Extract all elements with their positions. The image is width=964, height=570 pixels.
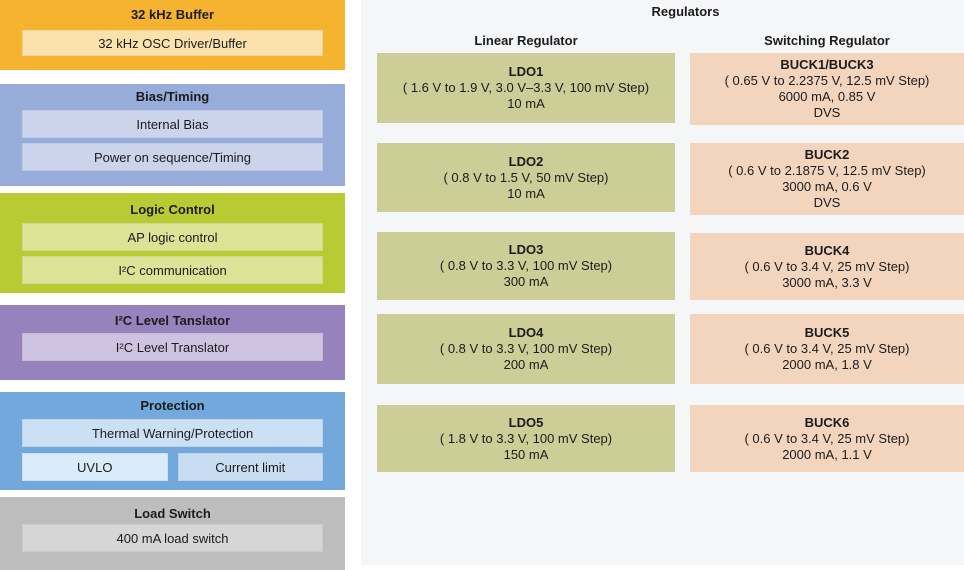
box-buck1-buck3: BUCK1/BUCK3 ( 0.65 V to 2.2375 V, 12.5 m…	[690, 53, 964, 125]
block-title-logic-control: Logic Control	[130, 202, 215, 217]
box-buck5: BUCK5 ( 0.6 V to 3.4 V, 25 mV Step) 2000…	[690, 314, 964, 384]
ldo1-current: 10 mA	[507, 96, 545, 111]
box-ldo4: LDO4 ( 0.8 V to 3.3 V, 100 mV Step) 200 …	[377, 314, 675, 384]
ldo5-name: LDO5	[508, 414, 544, 430]
box-current-limit: Current limit	[177, 453, 323, 481]
box-power-on-sequence-timing: Power on sequence/Timing	[22, 143, 323, 171]
buck2-range: ( 0.6 V to 2.1875 V, 12.5 mV Step)	[728, 163, 926, 178]
box-ldo5: LDO5 ( 1.8 V to 3.3 V, 100 mV Step) 150 …	[377, 405, 675, 472]
buck1-buck3-current: 6000 mA, 0.85 V	[778, 89, 876, 104]
buck1-buck3-range: ( 0.65 V to 2.2375 V, 12.5 mV Step)	[724, 73, 930, 88]
block-title-32khz-buffer: 32 kHz Buffer	[130, 7, 215, 22]
ldo2-name: LDO2	[508, 153, 544, 169]
box-buck6: BUCK6 ( 0.6 V to 3.4 V, 25 mV Step) 2000…	[690, 405, 964, 472]
block-title-bias-timing: Bias/Timing	[135, 89, 210, 104]
block-bias-timing: Bias/Timing Internal Bias Power on seque…	[0, 84, 345, 186]
box-internal-bias: Internal Bias	[22, 110, 323, 138]
buck4-range: ( 0.6 V to 3.4 V, 25 mV Step)	[744, 258, 910, 274]
regulators-title: Regulators	[651, 4, 720, 19]
ldo4-range: ( 0.8 V to 3.3 V, 100 mV Step)	[439, 341, 613, 356]
block-i2c-level-translator: I²C Level Tanslator I²C Level Translator	[0, 305, 345, 380]
block-title-i2c-level-translator: I²C Level Tanslator	[114, 313, 231, 328]
block-protection: Protection Thermal Warning/Protection UV…	[0, 392, 345, 490]
block-32khz-buffer: 32 kHz Buffer 32 kHz OSC Driver/Buffer	[0, 0, 345, 70]
block-logic-control: Logic Control AP logic control I²C commu…	[0, 193, 345, 293]
ldo2-range: ( 0.8 V to 1.5 V, 50 mV Step)	[443, 169, 609, 185]
buck2-current: 3000 mA, 0.6 V	[782, 179, 872, 194]
ldo5-current: 150 mA	[503, 446, 549, 462]
regulators-panel: Regulators Linear Regulator Switching Re…	[361, 0, 964, 565]
block-title-protection: Protection	[140, 398, 205, 413]
ldo3-range: ( 0.8 V to 3.3 V, 100 mV Step)	[439, 258, 613, 273]
buck6-name: BUCK6	[804, 414, 850, 430]
buck5-range: ( 0.6 V to 3.4 V, 25 mV Step)	[744, 341, 910, 356]
buck4-current: 3000 mA, 3.3 V	[782, 274, 872, 290]
ldo3-current: 300 mA	[503, 274, 549, 289]
protection-split-row: UVLO Current limit	[22, 453, 323, 481]
buck6-range: ( 0.6 V to 3.4 V, 25 mV Step)	[744, 430, 910, 446]
buck5-name: BUCK5	[804, 325, 850, 340]
box-ap-logic-control: AP logic control	[22, 223, 323, 251]
switching-regulator-header: Switching Regulator	[764, 33, 890, 48]
buck6-current: 2000 mA, 1.1 V	[782, 446, 872, 462]
ldo3-name: LDO3	[508, 242, 544, 257]
ldo5-range: ( 1.8 V to 3.3 V, 100 mV Step)	[439, 430, 613, 446]
box-buck4: BUCK4 ( 0.6 V to 3.4 V, 25 mV Step) 3000…	[690, 233, 964, 300]
box-buck2: BUCK2 ( 0.6 V to 2.1875 V, 12.5 mV Step)…	[690, 143, 964, 215]
ldo1-range: ( 1.6 V to 1.9 V, 3.0 V–3.3 V, 100 mV St…	[402, 80, 650, 95]
block-load-switch: Load Switch 400 mA load switch	[0, 497, 345, 570]
buck1-buck3-mode: DVS	[813, 105, 841, 120]
block-title-load-switch: Load Switch	[134, 506, 211, 521]
box-uvlo: UVLO	[22, 453, 168, 481]
ldo4-name: LDO4	[508, 325, 544, 340]
ldo2-current: 10 mA	[507, 185, 545, 201]
ldo1-name: LDO1	[508, 64, 544, 79]
linear-regulator-header: Linear Regulator	[474, 33, 578, 48]
buck2-mode: DVS	[813, 195, 841, 210]
buck4-name: BUCK4	[804, 242, 850, 258]
buck2-name: BUCK2	[804, 147, 850, 162]
box-ldo3: LDO3 ( 0.8 V to 3.3 V, 100 mV Step) 300 …	[377, 232, 675, 300]
box-thermal-warning-protection: Thermal Warning/Protection	[22, 419, 323, 447]
box-32khz-osc-driver-buffer: 32 kHz OSC Driver/Buffer	[22, 30, 323, 56]
box-i2c-communication: I²C communication	[22, 256, 323, 284]
buck5-current: 2000 mA, 1.8 V	[782, 357, 872, 372]
box-ldo2: LDO2 ( 0.8 V to 1.5 V, 50 mV Step) 10 mA	[377, 143, 675, 212]
box-400ma-load-switch: 400 mA load switch	[22, 524, 323, 552]
ldo4-current: 200 mA	[503, 357, 549, 372]
box-ldo1: LDO1 ( 1.6 V to 1.9 V, 3.0 V–3.3 V, 100 …	[377, 53, 675, 123]
box-i2c-level-translator: I²C Level Translator	[22, 333, 323, 361]
buck1-buck3-name: BUCK1/BUCK3	[780, 57, 874, 72]
